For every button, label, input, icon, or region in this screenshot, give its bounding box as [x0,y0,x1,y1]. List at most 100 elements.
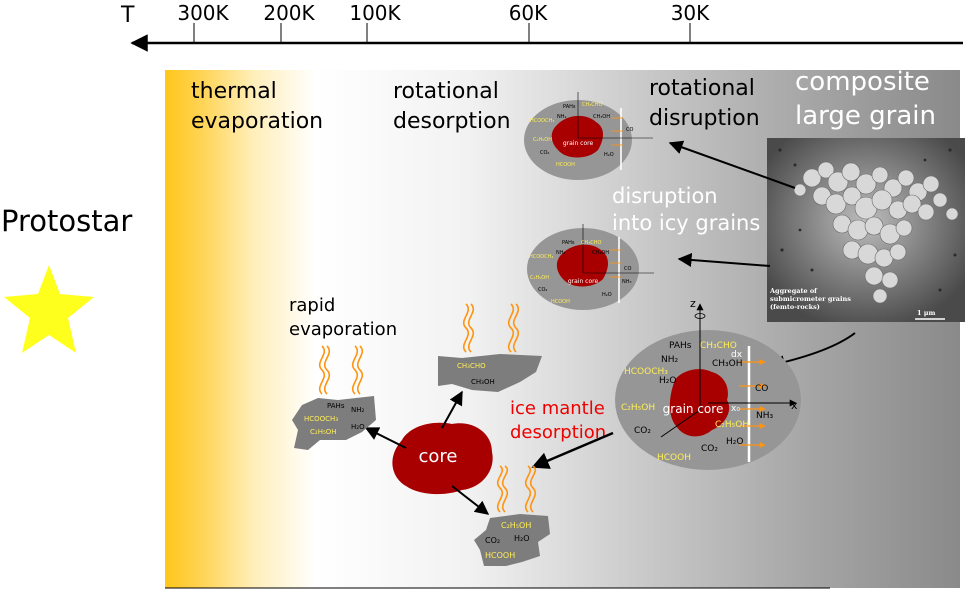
core-label: core [419,446,458,467]
fragment-label: CO₂ [485,536,500,545]
ice-mantle-line-1: ice mantle [510,398,605,419]
mini-label: H₂O [602,292,612,298]
protostar-label: Protostar [1,204,132,238]
photo-caption-line: submicrometer grains [770,295,851,303]
photo-caption-line: (femto-rocks) [770,303,820,311]
photo-scale-label: 1 μm [917,309,936,317]
rapid-line-1: rapid [289,295,335,316]
rapid-evaporation-label: rapid evaporation [289,295,397,340]
mini-label: H₂O [604,152,614,158]
mini-label: HCOOCH₃ [530,118,554,124]
rotational-desorption-label: rotational desorption [393,79,511,134]
mini-label: CO [626,127,633,133]
mini-label: grain core [568,278,599,285]
rapid-line-2: evaporation [289,319,397,340]
rot-disruption-line-1: rotational [649,76,755,101]
mini-label: C₂H₅OH [533,137,552,143]
ice-fragment-bottom [474,514,550,566]
evaporation-wave [524,465,532,513]
evaporation-wave [323,345,331,395]
mini-label: NH₃ [622,279,632,285]
mini-label: C₂H₅OH [530,275,549,281]
molecule-label: CH₃CHO [700,341,737,351]
fragment-label: C₂H₅OH [310,428,337,436]
star-icon [4,265,94,353]
molecule-label: PAHs [669,341,692,351]
tick-label: 30K [671,1,710,25]
disrupt-icy-line-2: into icy grains [612,211,760,235]
molecule-label: CO [755,384,768,394]
composite-grain-photo [767,138,965,322]
mini-label: HCOOCH₃ [529,254,553,260]
molecule-label: HCOOCH₃ [624,367,668,377]
grain-core-label: grain core [663,402,724,416]
mini-label: CH₃OH [592,250,609,256]
evaporation-wave [507,303,515,353]
evaporation-wave [467,303,475,353]
ice-mantle-desorption-label: ice mantle desorption [510,398,611,443]
fragment-label: C₂H₅OH [501,521,531,530]
tick-label: 60K [509,1,548,25]
evaporation-wave [512,303,520,353]
bare-grain-core [392,422,493,495]
rotational-disruption-label: rotational disruption [649,76,762,131]
arrow-to-core [531,431,614,469]
mini-label: PAHs [563,104,576,110]
mini-label: PAHs [562,240,575,246]
ice-fragment-top [438,354,542,392]
x0-label: x₀ [731,404,740,414]
molecule-label: NH₃ [756,411,774,421]
arrow-to-mid-grain [677,252,771,267]
mini-label: CH₃CHO [582,102,603,108]
photo-caption: Aggregate of submicrometer grains (femto… [770,287,890,311]
disruption-icy-label: disruption into icy grains [612,184,760,235]
molecule-label: CO₂ [701,444,718,454]
dx-label: dx [731,350,743,360]
axis-label-t: T [120,3,135,28]
evaporation-wave [351,345,359,395]
axis-x-label: x [791,399,798,412]
fragment-label: H₂O [514,534,530,543]
mini-label: CO₂ [538,287,547,293]
rot-desorption-line-1: rotational [393,79,499,104]
tick-label: 300K [177,1,229,25]
arrow-core-to-top [441,390,463,429]
mini-label: CO [624,266,631,272]
small-grain-middle: grain core PAHs CH₃CHO HCOOCH₃ CH₃OH NH₂… [527,224,654,310]
fragment-label: CH₃CHO [457,362,486,370]
small-grain-top: grain core PAHs CH₃CHO HCOOCH₃ CH₃OH NH₂… [524,92,653,180]
evaporation-wave [496,465,504,513]
composite-line-1: composite [795,67,930,97]
thermal-evaporation-label: thermal evaporation [191,79,323,134]
disrupt-icy-line-1: disruption [612,184,718,208]
mini-label: HCOOH [556,162,575,168]
rot-disruption-line-2: disruption [649,106,760,131]
molecule-label: C₂H₅OH [715,420,749,430]
large-icy-grain: z x dx x₀ grain core PAHs CH₃CHO NH₂ CH₃… [615,297,801,470]
composite-grain-label: composite large grain [795,67,938,131]
molecule-label: NH₂ [661,355,679,365]
axis-z-label: z [690,297,696,310]
evaporation-wave [356,345,364,395]
fragment-label: NH₂ [351,406,365,414]
evaporation-wave [318,345,326,395]
thermal-line-1: thermal [191,79,277,104]
molecule-label: CO₂ [634,426,651,436]
molecule-label: H₂O [726,437,743,447]
ice-mantle-line-2: desorption [510,422,606,443]
mini-label: CH₃CHO [581,240,602,246]
molecule-label: H₂O [659,376,676,386]
fragment-label: HCOOCH₃ [304,415,338,423]
photo-caption-line: Aggregate of [770,287,817,295]
arrow-core-to-left [364,427,407,449]
evaporation-wave [529,465,537,513]
thermal-line-2: evaporation [191,109,323,134]
tick-label: 100K [349,1,401,25]
fragment-label: CH₃OH [471,378,495,386]
fragment-label: PAHs [327,402,345,410]
evaporation-wave [501,465,509,513]
fragment-label: HCOOH [485,551,515,560]
composite-line-2: large grain [795,101,936,131]
